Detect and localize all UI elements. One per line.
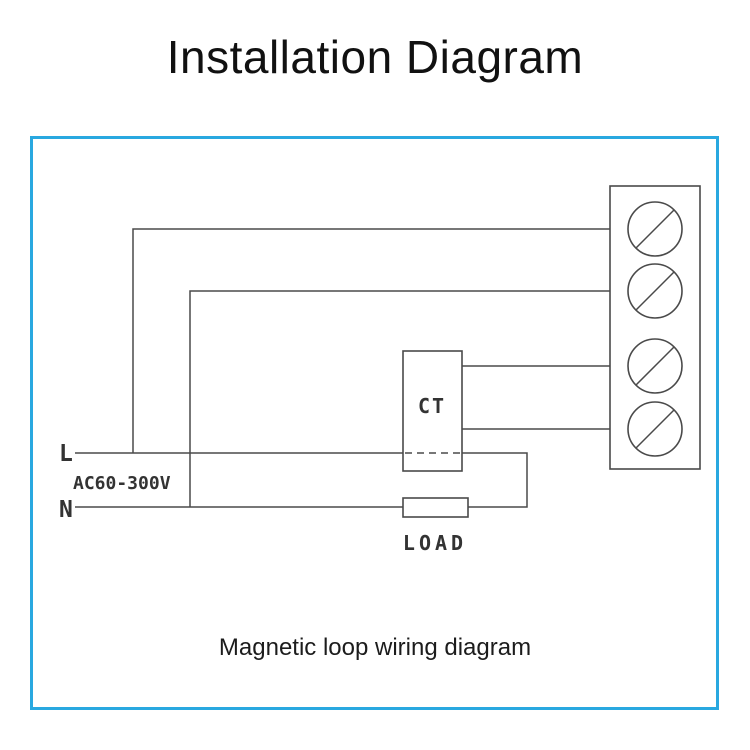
page-title: Installation Diagram [166,31,584,83]
ct-box: CT [402,350,463,472]
line-label: L [59,441,73,467]
terminal-block [609,185,701,470]
screw-slot [635,271,675,311]
voltage-label: AC60-300V [73,473,171,494]
ct-label: CT [418,394,446,418]
load-resistor [402,497,469,518]
ct-box-body [402,350,463,472]
wire-ct-to-load [462,452,528,508]
wire-l-to-terminal1 [132,228,610,453]
wire-n-to-terminal2 [189,290,610,507]
load-component: LOAD [402,497,469,555]
diagram-frame: CT LOAD L N AC60-300V Magnetic loop wiri… [30,136,719,710]
wiring-diagram-canvas: CT LOAD L N AC60-300V Magnetic loop wiri… [59,185,701,661]
diagram-caption: Magnetic loop wiring diagram [219,634,531,661]
screw-slot [635,346,675,386]
terminal-screw-2 [627,263,683,319]
neutral-label: N [59,497,73,523]
terminal-screw-4 [627,401,683,457]
wires [75,228,610,508]
terminal-screw-3 [627,338,683,394]
load-label: LOAD [403,531,467,555]
screw-slot [635,409,675,449]
screw-slot [635,209,675,249]
terminal-screw-1 [627,201,683,257]
